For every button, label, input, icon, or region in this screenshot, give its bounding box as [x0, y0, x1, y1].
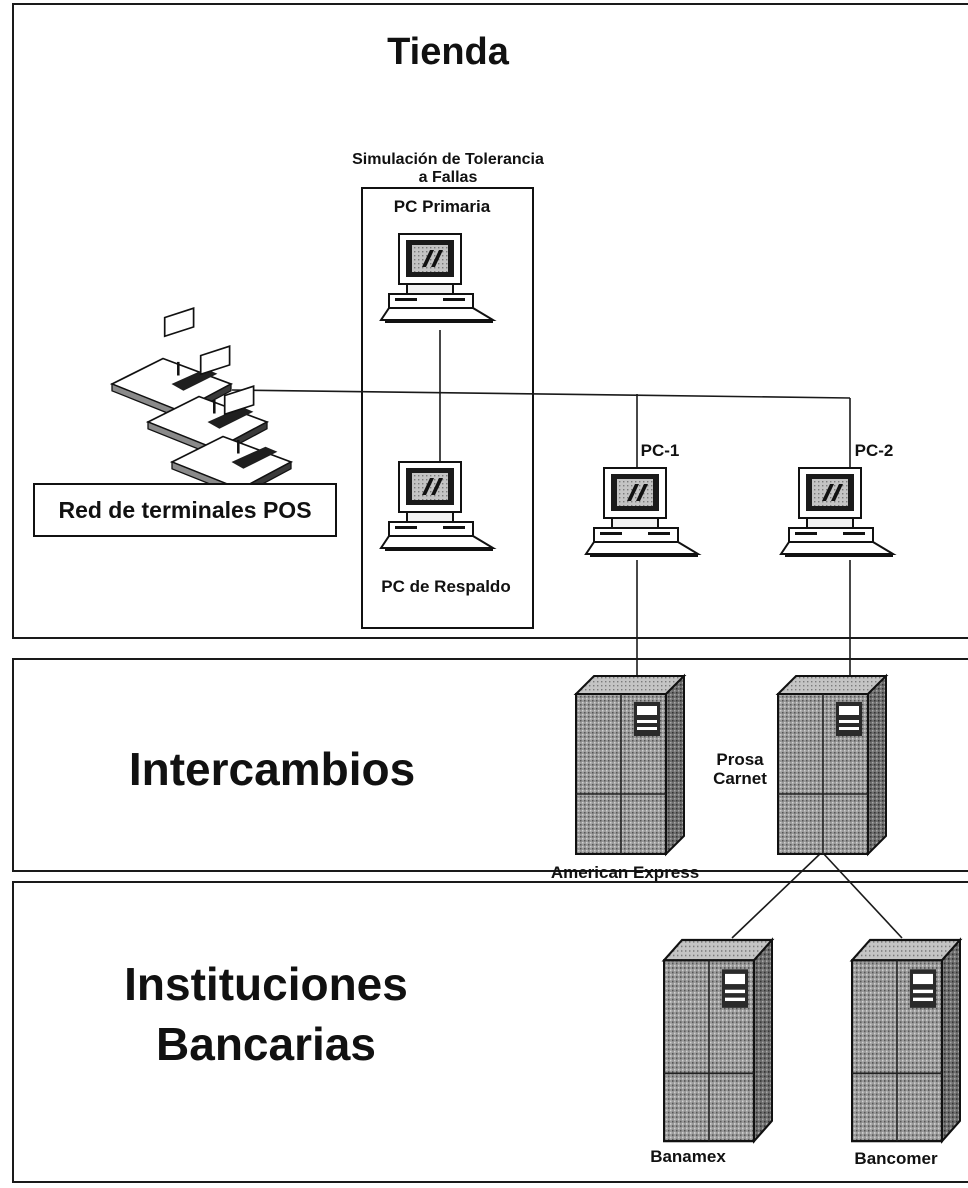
fault-tolerance-title: Simulación de Tolerancia: [352, 151, 544, 168]
section-title-bancarias: Bancarias: [156, 1018, 376, 1070]
pos-network-label-box: [33, 483, 337, 537]
section-title-tienda: Tienda: [387, 31, 510, 73]
server-tower-icon: [777, 675, 887, 855]
fault-tolerance-title-2: a Fallas: [419, 169, 478, 186]
amex-label: American Express: [551, 863, 699, 882]
prosa-label: Prosa: [716, 750, 764, 769]
instituciones-panel: [12, 881, 968, 1183]
fault-tolerance-box: [361, 187, 534, 629]
server-tower-icon: [662, 938, 774, 1143]
bancomer-label: Bancomer: [854, 1149, 938, 1168]
server-tower-icon: [575, 675, 685, 855]
pos-network-label: Red de terminales POS: [58, 497, 311, 523]
section-title-instituciones: Instituciones: [124, 958, 408, 1010]
carnet-label: Carnet: [713, 769, 767, 788]
pc-primary-label: PC Primaria: [394, 197, 491, 216]
pc-backup-label: PC de Respaldo: [381, 577, 510, 596]
pc1-label: PC-1: [641, 441, 680, 460]
section-title-intercambios: Intercambios: [129, 743, 415, 795]
server-tower-icon: [850, 938, 962, 1143]
pc2-label: PC-2: [855, 441, 894, 460]
banamex-label: Banamex: [650, 1147, 726, 1166]
network-links: [231, 330, 903, 939]
